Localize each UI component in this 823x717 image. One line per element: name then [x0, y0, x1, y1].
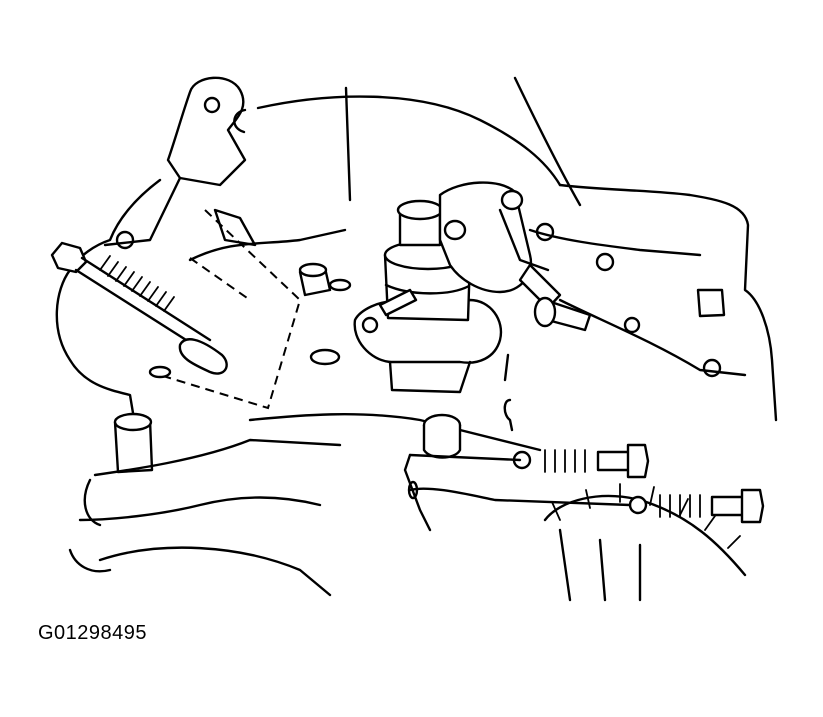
figure-id-label: G01298495 [38, 622, 148, 644]
left-spring [99, 255, 175, 312]
right-case-hole-3 [623, 316, 641, 334]
right-case-hole-1 [535, 222, 555, 242]
lug-hole [203, 96, 221, 114]
housing-rib-right [513, 76, 582, 207]
lower-left-bumps [68, 478, 112, 573]
left-bolt-shank [80, 256, 212, 342]
flange-bolt-left [361, 316, 379, 334]
lower-housing-2 [93, 438, 342, 477]
post-1-top [298, 262, 328, 278]
housing-rib-left [344, 86, 352, 202]
lower-housing-3 [78, 496, 322, 522]
left-bolt-assembly [50, 241, 228, 375]
lever-pin [443, 219, 467, 241]
housing-arc [256, 95, 562, 187]
ball-2 [628, 495, 648, 515]
lower-right-bolt [628, 488, 765, 524]
post-4-top [148, 365, 172, 379]
upper-left-lug [166, 76, 247, 187]
gear-lower [558, 528, 642, 602]
bolt-2-shank [710, 495, 747, 517]
left-bolt-head [50, 241, 88, 274]
gear-teeth [551, 483, 741, 549]
right-case-flange [528, 228, 702, 257]
plug-body [422, 425, 462, 459]
detent-bore-mouth [407, 480, 419, 500]
shaft-body-band [384, 283, 471, 295]
mount-plate-edge [213, 208, 257, 247]
lug-hook [233, 108, 247, 134]
right-case-hole-4 [702, 358, 722, 378]
right-boss [696, 288, 726, 318]
bolt-1-shank [596, 450, 632, 472]
shaft-side-pin [378, 288, 418, 317]
left-case-hole [115, 230, 135, 250]
bolt-2-head [740, 488, 765, 524]
right-case-hole-2 [595, 252, 615, 272]
lower-bottom-arc [98, 546, 332, 597]
lower-boss [388, 360, 472, 394]
upper-right-bolt [512, 443, 650, 479]
lever-bolt-head [533, 296, 557, 328]
lever-pivot [500, 189, 524, 211]
right-case-outline [558, 183, 778, 422]
mount-plate-dashed-2 [189, 257, 251, 301]
spring-1 [544, 449, 586, 473]
left-bolt-shank-2 [74, 268, 207, 354]
right-rib [558, 298, 747, 377]
marker-pin [503, 353, 514, 432]
mount-plate-dashed [149, 209, 302, 410]
shaft-cap-top [396, 199, 444, 221]
lever-rod [498, 208, 550, 272]
post-3-top [309, 348, 341, 366]
left-slot [178, 338, 228, 375]
detent-bore-upper [408, 453, 522, 462]
lower-housing [248, 413, 542, 452]
mount-plate-body [188, 228, 347, 262]
bolt-1-head [626, 443, 650, 479]
post-2-top [328, 278, 352, 292]
spring-2 [659, 494, 701, 518]
control-shaft-assembly [353, 199, 503, 394]
post-left-tall-top [113, 412, 153, 432]
left-case-outline [55, 178, 162, 427]
detent-block [403, 453, 432, 532]
left-case-inner [103, 176, 182, 247]
shift-lever [438, 181, 592, 332]
